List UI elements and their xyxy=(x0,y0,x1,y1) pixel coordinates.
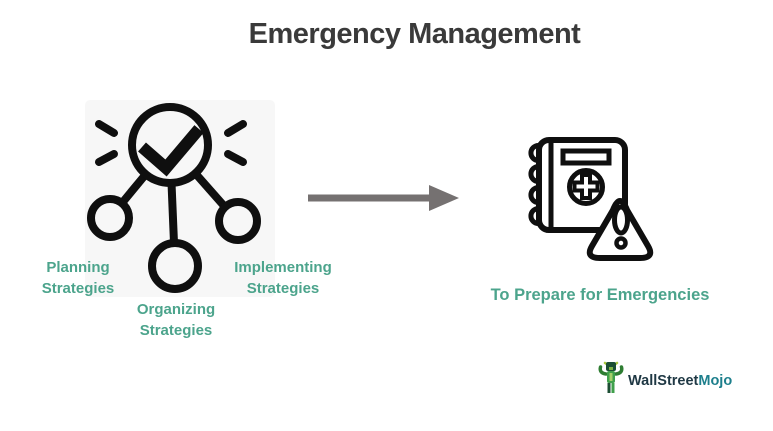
logo-wallstreet-text: WallStreet xyxy=(628,372,699,389)
logo-wordmark: WallStreetMojo xyxy=(628,373,732,389)
wallstreetmojo-bull-icon xyxy=(597,360,625,401)
label-organizing-strategies: Organizing Strategies xyxy=(136,301,216,339)
label-implementing-strategies: Implementing Strategies xyxy=(234,259,332,297)
diagram-title: Emergency Management xyxy=(248,18,581,50)
emergency-handbook-warning-icon xyxy=(522,130,672,275)
strategy-icon-panel xyxy=(85,100,275,297)
outcome-caption: To Prepare for Emergencies xyxy=(490,286,710,304)
wallstreetmojo-logo: WallStreetMojo xyxy=(597,360,732,401)
label-planning-strategies: Planning Strategies xyxy=(41,259,115,297)
approved-strategy-network-icon xyxy=(85,103,275,301)
logo-mojo-text: Mojo xyxy=(698,372,733,389)
right-arrow-icon xyxy=(303,180,463,216)
